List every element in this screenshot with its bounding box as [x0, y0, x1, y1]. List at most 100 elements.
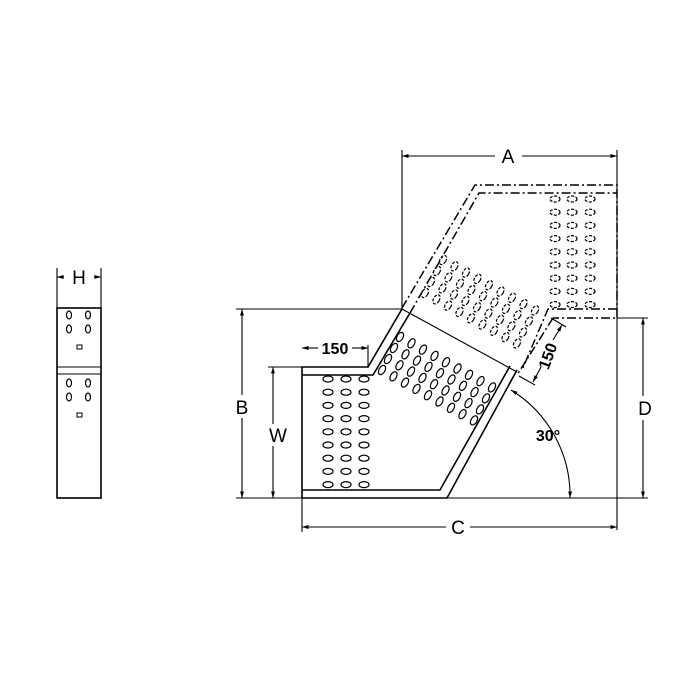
perforation-hole — [358, 441, 370, 449]
perforation-hole-hidden — [584, 248, 596, 256]
perforation-hole-hidden — [478, 319, 487, 330]
perforation-hole — [340, 401, 352, 409]
c-label: C — [451, 518, 465, 539]
perforation-hole-hidden — [438, 283, 447, 294]
perforation-hole-hidden — [484, 280, 494, 291]
perforation-hole-hidden — [438, 254, 448, 266]
perforation-hole — [358, 428, 370, 436]
perforation-hole-hidden — [467, 284, 476, 296]
perforation-hole — [322, 441, 334, 449]
perforation-hole-hidden — [519, 298, 528, 310]
perforation-hole — [395, 360, 404, 371]
perforation-hole — [340, 375, 352, 383]
perforation-hole — [458, 408, 467, 420]
perforation-hole — [322, 467, 334, 475]
perforation-hole-hidden — [466, 313, 476, 324]
perforation-hole — [406, 366, 416, 377]
perforation-hole-hidden — [566, 248, 578, 256]
perforation-hole-hidden — [566, 221, 578, 229]
perforation-hole — [476, 375, 485, 387]
perforation-hole-hidden — [432, 294, 441, 305]
perforation-hole — [358, 481, 370, 489]
side-hole — [65, 324, 73, 334]
perforation-hole — [322, 454, 334, 462]
perforation-hole-hidden — [518, 327, 528, 338]
side-hole — [65, 378, 73, 388]
perforation-hole — [430, 350, 439, 362]
perforation-hole — [475, 404, 485, 415]
perforation-hole-hidden — [513, 309, 522, 321]
perforation-hole-hidden — [489, 325, 499, 336]
perforation-hole — [358, 401, 370, 409]
perforation-hole — [435, 396, 444, 407]
side-hole — [84, 324, 92, 334]
perforation-hole — [435, 368, 445, 379]
perforation-hole-hidden — [566, 287, 578, 295]
perforation-hole-hidden — [449, 289, 459, 300]
perforation-hole-hidden — [524, 316, 534, 327]
perforation-hole — [423, 390, 433, 401]
perforation-hole — [322, 428, 334, 436]
perforation-hole-hidden — [501, 331, 510, 343]
perforation-hole — [441, 385, 450, 396]
perforation-hole-hidden — [490, 297, 499, 308]
perforation-hole — [358, 375, 370, 383]
perforation-hole — [446, 402, 456, 413]
perforation-hole — [322, 401, 334, 409]
perforation-hole — [340, 388, 352, 396]
perforation-hole — [487, 382, 497, 393]
perforation-hole-hidden — [530, 305, 540, 316]
perforation-hole-hidden — [420, 287, 430, 299]
perforation-hole — [452, 391, 462, 402]
perforation-hole-hidden — [584, 235, 596, 243]
side-hole — [65, 310, 73, 320]
perforation-hole — [358, 467, 370, 475]
perforation-hole — [470, 386, 479, 398]
perforation-hole-hidden — [549, 287, 561, 295]
plan-view: A B W 150 150 30° — [236, 147, 652, 539]
perforation-hole-hidden — [584, 301, 596, 309]
continuation-outline-inner — [409, 192, 617, 314]
perforation-hole — [322, 415, 334, 423]
perforation-hole-hidden — [584, 195, 596, 203]
perforation-hole — [458, 380, 468, 391]
side-slot — [76, 344, 83, 350]
b-label: B — [236, 398, 249, 419]
perforation-hole-hidden — [549, 274, 561, 282]
perforation-hole — [424, 361, 433, 373]
perforation-hole — [358, 388, 370, 396]
perforation-hole-hidden — [549, 235, 561, 243]
side-hole — [65, 392, 73, 402]
perforation-hole-hidden — [450, 261, 459, 272]
perforation-hole — [340, 467, 352, 475]
side-holes — [65, 310, 92, 418]
perforation-hole-hidden — [566, 235, 578, 243]
section-joint-line — [401, 308, 518, 373]
perforation-hole — [441, 357, 451, 368]
perforation-hole — [418, 344, 428, 355]
perforation-hole-hidden — [426, 276, 436, 288]
bend-outer-top — [301, 308, 403, 498]
perforation-hole — [481, 393, 491, 404]
perforation-hole — [464, 397, 473, 409]
continuation-outline-bottom — [521, 308, 617, 371]
perforation-hole-hidden — [432, 265, 442, 277]
perforation-hole — [401, 349, 410, 360]
angle-arc — [510, 389, 573, 499]
perforation-hole-hidden — [455, 306, 464, 318]
perforation-hole — [389, 342, 399, 354]
perforation-hole — [453, 363, 462, 374]
perforation-hole — [395, 331, 405, 343]
bend-inner-bottom — [302, 365, 511, 491]
angled-extension-lower — [518, 375, 536, 386]
perforation-hole-hidden — [507, 292, 517, 303]
perforation-hole — [383, 353, 393, 365]
side-profile — [56, 307, 102, 499]
perforation-hole — [322, 481, 334, 489]
perforation-hole-hidden — [501, 303, 511, 314]
perforation-hole — [358, 454, 370, 462]
perforation-hole — [418, 372, 427, 384]
perforation-hole — [407, 338, 416, 349]
perforation-hole-hidden — [495, 314, 505, 325]
